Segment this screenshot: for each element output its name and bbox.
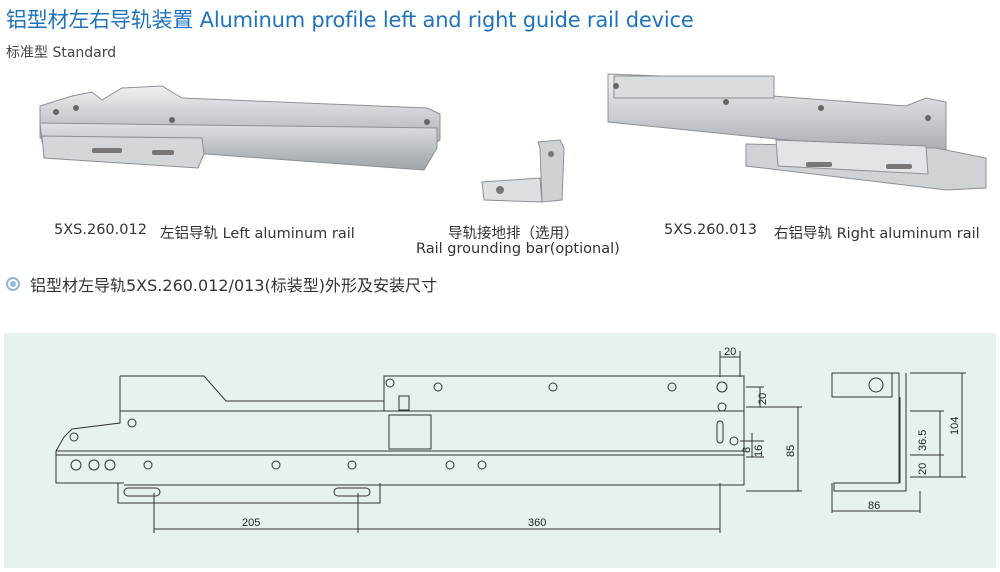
right-rail-code: 5XS.260.013 [664, 222, 757, 238]
grounding-bar-name-cn: 导轨接地排（选用） [448, 226, 579, 242]
section-heading: 铝型材左导轨5XS.260.012/013(标装型)外形及安装尺寸 [30, 276, 437, 295]
page-subtitle: 标准型 Standard [6, 45, 117, 61]
dim-side-width: 86 [868, 500, 880, 512]
dim-small-offset: 8 [741, 447, 753, 453]
right-rail-name: 右铝导轨 Right aluminum rail [774, 226, 980, 242]
left-rail-photo [32, 78, 452, 190]
page-title: 铝型材左右导轨装置 Aluminum profile left and righ… [6, 8, 694, 32]
left-rail-name: 左铝导轨 Left aluminum rail [160, 226, 355, 242]
grounding-bar-name-en: Rail grounding bar(optional) [416, 241, 620, 257]
technical-drawing: 20 20 8 16 85 205 360 36.5 20 104 86 [4, 333, 996, 568]
dim-side-lower: 20 [917, 463, 929, 475]
dim-side-total: 104 [949, 417, 961, 435]
left-rail-code: 5XS.260.012 [54, 222, 147, 238]
circle-bullet-icon [6, 277, 20, 291]
section-heading-row: 铝型材左导轨5XS.260.012/013(标装型)外形及安装尺寸 [6, 272, 437, 296]
dim-overall-height: 85 [785, 445, 797, 457]
grounding-bar-photo [476, 138, 576, 208]
dim-top-offset: 20 [724, 346, 736, 358]
dim-side-upper: 36.5 [917, 430, 929, 451]
dim-right-span: 360 [528, 517, 546, 529]
right-rail-photo [596, 66, 996, 196]
dim-hole-height: 16 [753, 445, 765, 457]
dim-left-span: 205 [242, 517, 260, 529]
dim-hole-spacing: 20 [757, 393, 769, 405]
